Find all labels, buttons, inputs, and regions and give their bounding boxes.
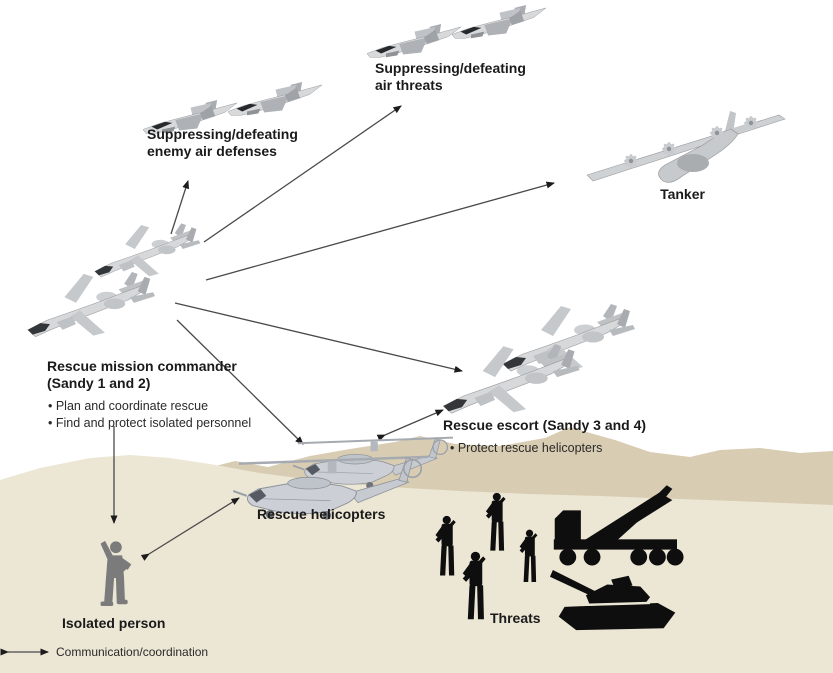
fighter-jet-icon	[228, 82, 323, 122]
enemy-air-defenses-label: Suppressing/defeating enemy air defenses	[147, 126, 298, 160]
arrow-commander-to-air-threats	[203, 105, 402, 243]
tanker-aircraft-icon	[585, 103, 795, 195]
isolated-person-label: Isolated person	[62, 615, 166, 631]
fighter-jet-icon	[367, 24, 462, 64]
commander-bullet-1: • Plan and coordinate rescue	[48, 399, 209, 413]
air-threats-label-line2: air threats	[375, 77, 443, 93]
arrow-commander-to-enemy-air-defenses	[170, 180, 190, 235]
soldier-icon	[517, 528, 546, 586]
helicopters-label: Rescue helicopters	[257, 506, 386, 522]
air-threats-label-line1: Suppressing/defeating	[375, 60, 526, 76]
air-threats-label: Suppressing/defeating air threats	[375, 60, 526, 94]
tanker-label: Tanker	[660, 186, 705, 202]
legend-label: Communication/coordination	[56, 645, 209, 659]
escort-bullets: • Protect rescue helicopters	[450, 440, 602, 457]
a10-attack-aircraft-icon	[22, 268, 157, 357]
escort-bullet-1: • Protect rescue helicopters	[450, 441, 603, 455]
arrow-commander-to-tanker	[205, 181, 555, 281]
arrow-isolated-person-helicopters	[140, 497, 240, 561]
soldier-icon	[434, 514, 464, 580]
commander-title: Rescue mission commander (Sandy 1 and 2)	[47, 358, 237, 392]
commander-bullets: • Plan and coordinate rescue • Find and …	[48, 398, 251, 432]
commander-bullet-2: • Find and protect isolated personnel	[48, 416, 252, 430]
tank-icon	[548, 568, 686, 636]
arrow-helicopters-escort	[376, 409, 444, 442]
commander-title-line1: Rescue mission commander	[47, 358, 237, 374]
isolated-person-icon	[92, 540, 138, 616]
fighter-jet-icon	[452, 5, 547, 45]
arrow-commander-to-helicopters	[176, 319, 304, 445]
threats-label: Threats	[490, 610, 541, 626]
escort-title: Rescue escort (Sandy 3 and 4)	[443, 417, 647, 433]
missile-launcher-icon	[551, 485, 691, 575]
enemy-air-defenses-label-line2: enemy air defenses	[147, 143, 277, 159]
commander-title-line2: (Sandy 1 and 2)	[47, 375, 151, 391]
enemy-air-defenses-label-line1: Suppressing/defeating	[147, 126, 298, 142]
arrow-commander-to-escort	[174, 302, 463, 373]
